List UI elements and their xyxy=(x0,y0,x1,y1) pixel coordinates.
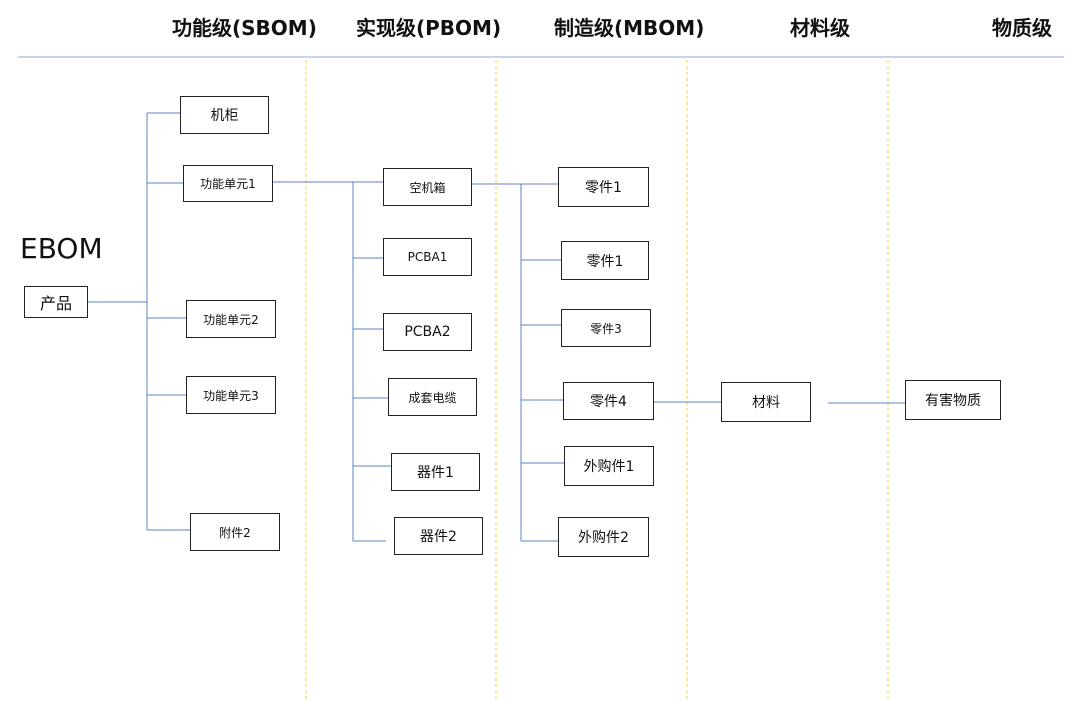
column-header-substance: 物质级 xyxy=(992,16,1052,40)
column-header-material: 材料级 xyxy=(790,16,850,40)
pbom-node: 成套电缆 xyxy=(388,378,477,416)
mbom-node: 零件3 xyxy=(561,309,651,347)
mbom-node: 零件4 xyxy=(563,382,654,420)
mbom-node: 外购件1 xyxy=(564,446,654,486)
mbom-node: 零件1 xyxy=(558,167,649,207)
sbom-node: 附件2 xyxy=(190,513,280,551)
column-header-sbom: 功能级(SBOM) xyxy=(172,16,317,40)
substance-node: 有害物质 xyxy=(905,380,1001,420)
pbom-node: PCBA1 xyxy=(383,238,472,276)
sbom-node: 功能单元1 xyxy=(183,165,273,202)
root-product-box: 产品 xyxy=(24,286,88,318)
mbom-node: 外购件2 xyxy=(558,517,649,557)
sbom-node: 功能单元3 xyxy=(186,376,276,414)
pbom-node: 器件1 xyxy=(391,453,480,491)
material-node: 材料 xyxy=(721,382,811,422)
pbom-node: 器件2 xyxy=(394,517,483,555)
column-header-mbom: 制造级(MBOM) xyxy=(554,16,705,40)
ebom-label: EBOM xyxy=(20,232,103,265)
pbom-node: 空机箱 xyxy=(383,168,472,206)
pbom-node: PCBA2 xyxy=(383,313,472,351)
column-header-pbom: 实现级(PBOM) xyxy=(356,16,502,40)
sbom-node: 功能单元2 xyxy=(186,300,276,338)
sbom-node: 机柜 xyxy=(180,96,269,134)
mbom-node: 零件1 xyxy=(561,241,649,280)
